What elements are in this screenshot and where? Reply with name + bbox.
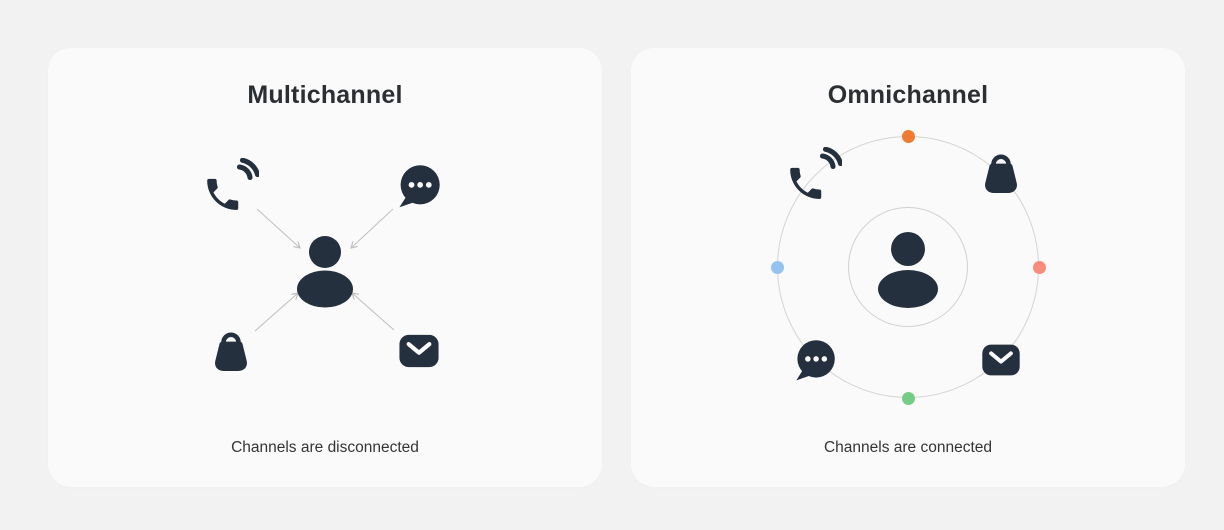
shopping-bag-icon <box>208 329 254 375</box>
phone-icon <box>205 157 261 212</box>
customer-icon <box>295 235 355 309</box>
shopping-bag-icon <box>978 151 1024 197</box>
envelope-icon <box>979 338 1023 382</box>
chat-icon <box>396 163 442 209</box>
multichannel-caption: Channels are disconnected <box>231 439 419 456</box>
omnichannel-title: Omnichannel <box>827 81 989 109</box>
dot-right <box>1032 260 1046 274</box>
customer-icon <box>874 231 942 309</box>
omnichannel-card: Omnichannel <box>631 48 1185 487</box>
disconnected-arrows <box>254 208 395 332</box>
dot-top <box>901 129 915 143</box>
dot-bottom <box>901 391 915 405</box>
envelope-icon <box>396 328 442 374</box>
customer-circle <box>848 207 968 327</box>
chat-icon <box>793 338 837 382</box>
multichannel-title: Multichannel <box>247 81 403 109</box>
phone-icon <box>788 146 844 201</box>
dot-left <box>770 260 784 274</box>
multichannel-card: Multichannel <box>48 48 602 487</box>
omnichannel-diagram <box>631 48 1185 487</box>
multichannel-diagram <box>48 48 602 487</box>
omnichannel-caption: Channels are connected <box>823 439 993 456</box>
